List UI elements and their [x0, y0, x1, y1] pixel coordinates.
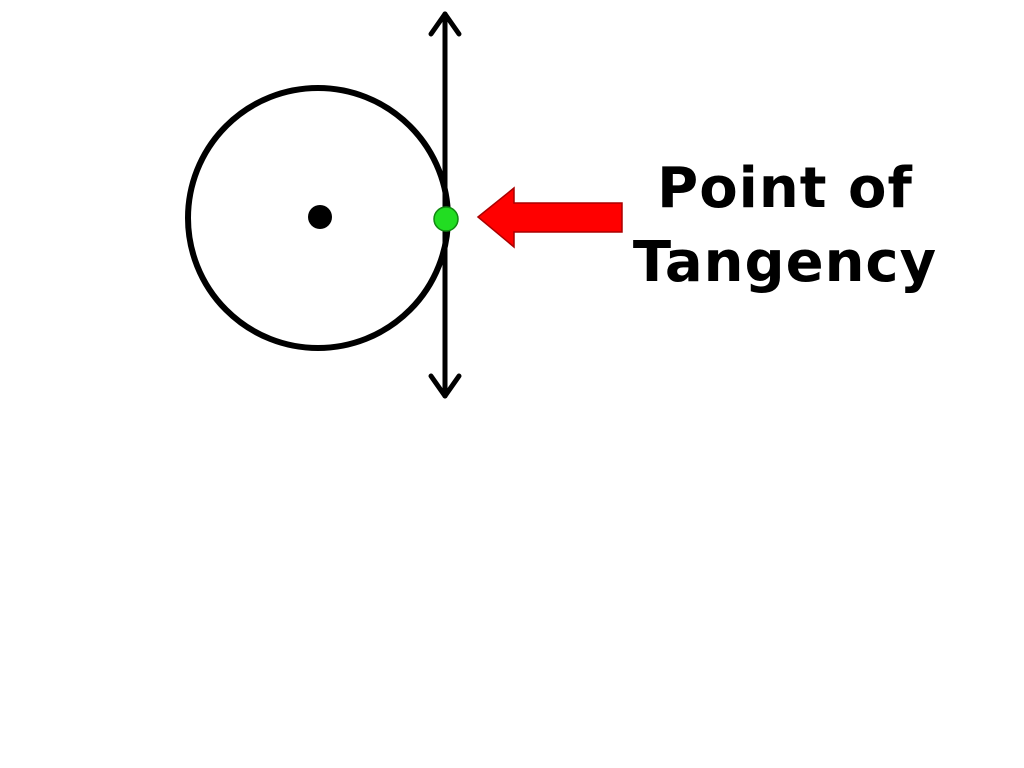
point-of-tangency — [433, 206, 459, 232]
label-line-2: Tangency — [632, 230, 938, 295]
left-arrow-icon — [476, 186, 623, 249]
tangent-line — [428, 11, 462, 399]
point-of-tangency-label: Point of Tangency — [630, 152, 940, 300]
tangent-line-arrowhead-top — [428, 11, 462, 37]
label-line-1: Point of — [657, 156, 913, 221]
tangent-line-arrowhead-bottom — [428, 373, 462, 399]
center-point — [308, 205, 332, 229]
